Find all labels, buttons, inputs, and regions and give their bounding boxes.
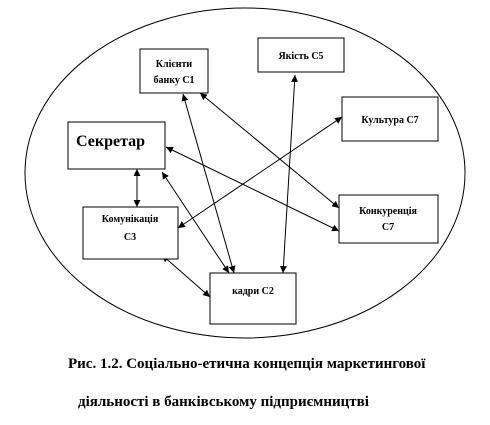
edge-clients-staff	[181, 93, 236, 274]
outer-ellipse	[24, 7, 466, 339]
edge-culture-communication	[177, 116, 343, 229]
caption-line-1: Рис. 1.2. Соціально-етична концепція мар…	[68, 356, 426, 372]
node-communication-line2: С3	[124, 232, 136, 243]
edge-clients-competition	[199, 92, 340, 209]
node-culture-label: Культура С7	[361, 115, 418, 126]
node-quality-label: Якість С5	[278, 51, 323, 62]
node-competition: Конкуренція С7	[338, 194, 439, 244]
edges-layer	[133, 74, 343, 298]
node-communication-line1: Комунікація	[102, 214, 159, 225]
node-culture: Культура С7	[341, 96, 439, 142]
caption-line-2: діяльності в банківському підприємництві	[78, 394, 369, 410]
edge-quality-staff	[279, 74, 299, 274]
node-secretary-label: Секретар	[76, 133, 145, 150]
node-communication: Комунікація С3	[82, 206, 179, 260]
node-competition-line1: Конкуренція	[359, 206, 417, 217]
node-quality: Якість С5	[257, 37, 345, 73]
node-staff: кадри С2	[209, 272, 297, 325]
node-clients-line1: Клієнти	[156, 59, 193, 70]
edge-communication-staff	[161, 254, 211, 298]
node-clients-line2: банку С1	[153, 75, 194, 86]
node-secretary: Секретар	[67, 121, 166, 170]
node-clients: Клієнти банку С1	[139, 48, 209, 94]
node-staff-label: кадри С2	[232, 286, 274, 297]
node-competition-line2: С7	[382, 222, 394, 233]
